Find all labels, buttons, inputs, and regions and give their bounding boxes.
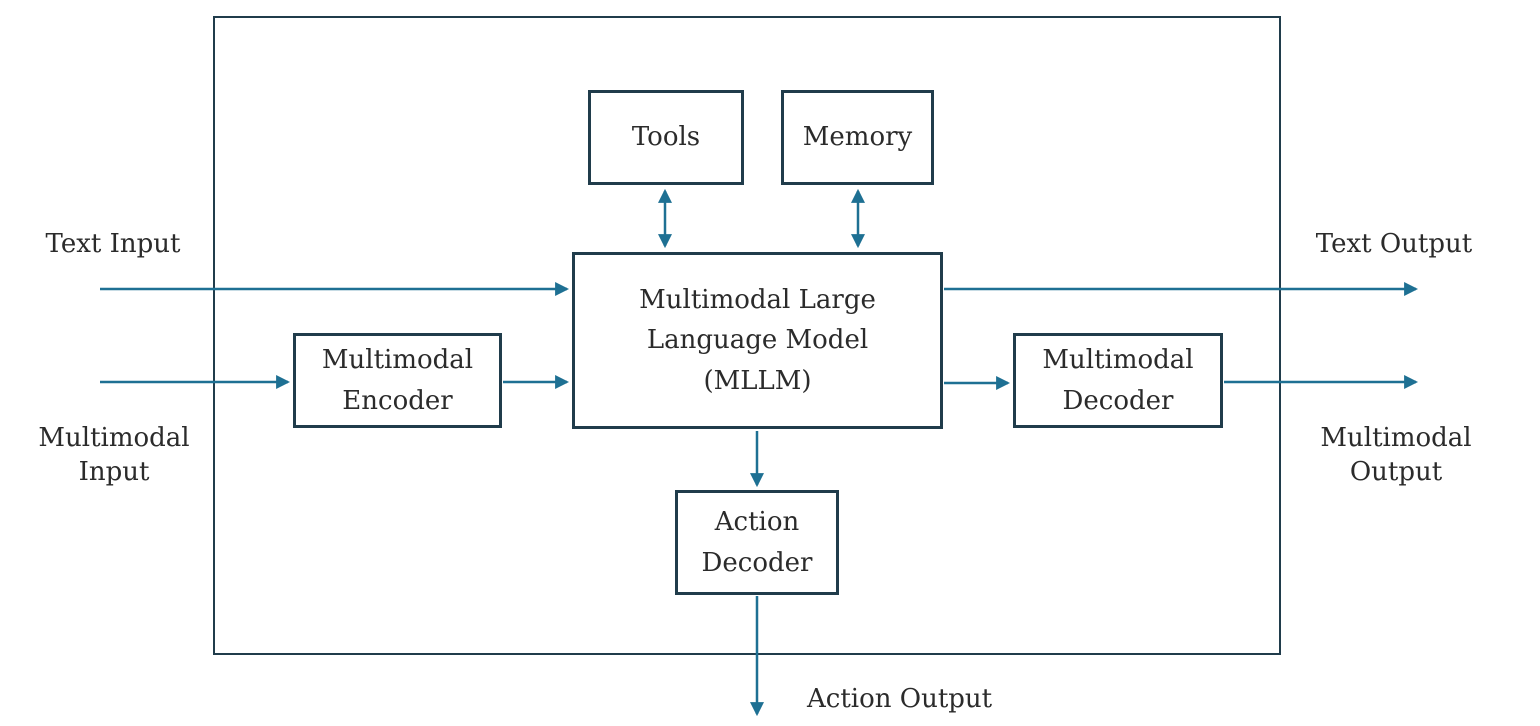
multimodal-input-label: Multimodal Input: [38, 422, 189, 490]
tools-box: Tools: [588, 90, 744, 185]
memory-box-label: Memory: [803, 117, 912, 157]
tools-box-label-line: Tools: [631, 122, 701, 153]
text-output-label-line: Text Output: [1315, 229, 1473, 259]
tools-box-label: Tools: [632, 117, 700, 157]
mllm-box-label-line1: Multimodal Large: [639, 285, 876, 316]
text-input-label: Text Input: [46, 228, 181, 262]
action-decoder-label-line2: Decoder: [701, 547, 813, 578]
text-output-label: Text Output: [1316, 228, 1472, 262]
action-decoder-label-line1: Action: [714, 507, 800, 538]
multimodal-encoder-box: Multimodal Encoder: [293, 333, 502, 428]
multimodal-decoder-label-line2: Decoder: [1062, 385, 1174, 416]
multimodal-encoder-label-line2: Encoder: [342, 385, 453, 416]
text-input-label-line: Text Input: [45, 229, 181, 259]
mllm-box-label-line2: Language Model: [646, 325, 869, 356]
multimodal-encoder-box-label: Multimodal Encoder: [322, 340, 473, 421]
memory-box: Memory: [781, 90, 934, 185]
multimodal-input-label-line1: Multimodal: [38, 423, 190, 453]
action-decoder-box: Action Decoder: [675, 490, 839, 595]
action-output-label-line: Action Output: [807, 684, 993, 714]
mllm-box-label-line3: (MLLM): [703, 365, 812, 396]
multimodal-output-label-line1: Multimodal: [1320, 423, 1472, 453]
memory-box-label-line: Memory: [802, 122, 913, 153]
multimodal-encoder-label-line1: Multimodal: [321, 345, 474, 376]
multimodal-input-label-line2: Input: [78, 456, 150, 487]
multimodal-decoder-box: Multimodal Decoder: [1013, 333, 1223, 428]
mllm-box-label: Multimodal Large Language Model (MLLM): [639, 280, 876, 401]
mllm-box: Multimodal Large Language Model (MLLM): [572, 252, 943, 429]
action-decoder-box-label: Action Decoder: [702, 502, 813, 583]
multimodal-decoder-box-label: Multimodal Decoder: [1042, 340, 1193, 421]
action-output-label: Action Output: [807, 683, 992, 717]
multimodal-output-label: Multimodal Output: [1320, 422, 1471, 490]
multimodal-decoder-label-line1: Multimodal: [1042, 345, 1194, 376]
outer-boundary-frame: [213, 16, 1281, 655]
multimodal-output-label-line2: Output: [1349, 456, 1443, 487]
